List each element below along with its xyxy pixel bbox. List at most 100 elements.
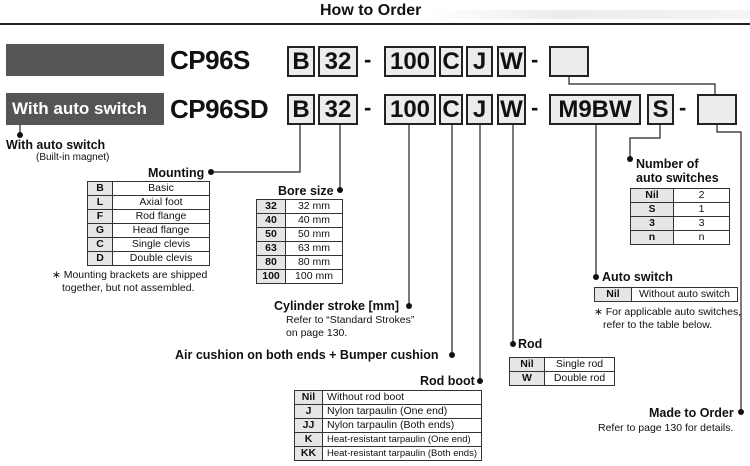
row1-code-rod: W — [497, 46, 526, 77]
row2-dash-3: - — [679, 95, 687, 120]
mounting-code: D — [87, 251, 113, 266]
row2-code-mounting: B — [287, 94, 315, 125]
auto-switch-desc: Without auto switch — [631, 287, 738, 302]
made-to-order-line-1: Refer to page 130 for details. — [598, 422, 734, 434]
with-auto-switch-sub: (Built-in magnet) — [36, 152, 110, 163]
bore-desc: 32 mm — [285, 199, 343, 214]
mounting-heading: Mounting — [148, 166, 205, 180]
mounting-code: G — [87, 223, 113, 238]
auto-switch-heading: Auto switch — [602, 270, 673, 284]
rod-boot-code: JJ — [293, 418, 324, 433]
mounting-desc: Axial foot — [112, 195, 210, 210]
rod-boot-desc: Without rod boot — [322, 390, 482, 405]
stroke-line-2: on page 130. — [286, 327, 348, 339]
bore-desc: 80 mm — [285, 255, 343, 270]
num-switches-code: S — [630, 202, 674, 217]
row1-code-rod-boot: J — [466, 46, 493, 77]
rod-boot-heading: Rod boot — [420, 374, 475, 388]
row1-code-bore: 32 — [318, 46, 358, 77]
rod-code: W — [509, 371, 545, 386]
num-switches-desc: 3 — [673, 216, 730, 231]
bore-desc: 50 mm — [285, 227, 343, 242]
rod-boot-desc: Nylon tarpaulin (One end) — [322, 404, 482, 419]
rod-boot-code: J — [293, 404, 324, 419]
num-switches-desc: n — [673, 230, 730, 245]
title-underline — [0, 23, 750, 25]
row2-code-made-to-order — [697, 94, 737, 125]
rod-boot-desc: Nylon tarpaulin (Both ends) — [322, 418, 482, 433]
rod-boot-code: KK — [293, 446, 324, 461]
row2-code-stroke: 100 — [384, 94, 436, 125]
auto-switch-note-2: refer to the table below. — [603, 319, 713, 331]
cushion-heading: Air cushion on both ends + Bumper cushio… — [175, 348, 439, 362]
mounting-note-1: ∗ Mounting brackets are shipped — [52, 269, 208, 281]
made-to-order-heading: Made to Order — [649, 406, 734, 420]
row2-code-switch-count: S — [647, 94, 674, 125]
row2-code-bore: 32 — [318, 94, 358, 125]
bore-code: 63 — [256, 241, 286, 256]
page-title: How to Order — [320, 2, 422, 19]
row2-code-auto-switch: M9BW — [549, 94, 641, 125]
bore-code: 100 — [256, 269, 286, 284]
rod-desc: Double rod — [544, 371, 615, 386]
num-switches-code: 3 — [630, 216, 674, 231]
rod-boot-desc: Heat-resistant tarpaulin (Both ends) — [322, 446, 482, 461]
dot-rod-boot — [477, 378, 483, 384]
dot-bore — [337, 187, 343, 193]
mounting-code: C — [87, 237, 113, 252]
bore-code: 32 — [256, 199, 286, 214]
row1-dark-box — [6, 44, 164, 76]
row1-code-mounting: B — [287, 46, 315, 77]
with-auto-switch-heading: With auto switch — [6, 138, 106, 152]
mounting-code: B — [87, 181, 113, 196]
row2-dash-1: - — [364, 95, 372, 120]
row1-model: CP96S — [170, 45, 250, 75]
row2-code-rod: W — [497, 94, 526, 125]
dot-num-switches — [627, 156, 633, 162]
bore-code: 50 — [256, 227, 286, 242]
stroke-line-1: Refer to “Standard Strokes” — [286, 314, 415, 326]
auto-switch-note-1: ∗ For applicable auto switches, — [594, 306, 742, 318]
mounting-desc: Single clevis — [112, 237, 210, 252]
row1-code-stroke: 100 — [384, 46, 436, 77]
with-auto-switch-label: With auto switch — [6, 93, 164, 125]
row2-code-rod-boot: J — [466, 94, 493, 125]
bore-code: 40 — [256, 213, 286, 228]
auto-switch-code: Nil — [594, 287, 632, 302]
dot-cushion — [449, 352, 455, 358]
mounting-desc: Head flange — [112, 223, 210, 238]
row2-model: CP96SD — [170, 94, 269, 124]
rod-boot-code: K — [293, 432, 324, 447]
rod-boot-code: Nil — [293, 390, 324, 405]
mounting-desc: Basic — [112, 181, 210, 196]
dot-stroke — [406, 303, 412, 309]
bore-code: 80 — [256, 255, 286, 270]
dot-mounting — [208, 169, 214, 175]
num-switches-heading-1: Number of — [636, 157, 699, 171]
bore-desc: 40 mm — [285, 213, 343, 228]
row2-code-cushion: C — [439, 94, 463, 125]
